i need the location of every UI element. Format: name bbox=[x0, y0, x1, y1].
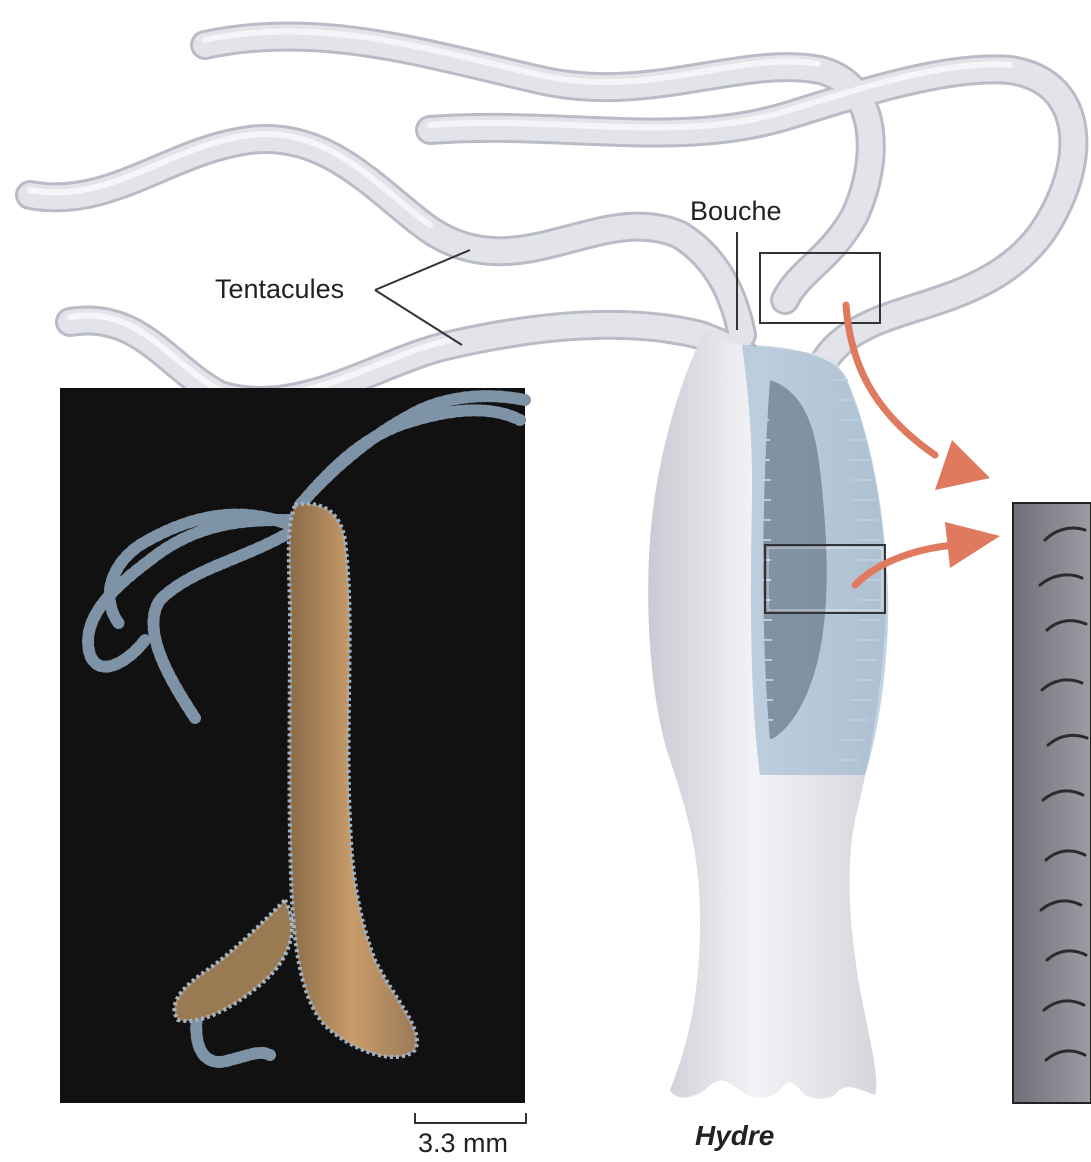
label-scale: 3.3 mm bbox=[418, 1128, 508, 1158]
arrow-head-top bbox=[935, 440, 990, 490]
hydra-body-illustration bbox=[648, 330, 888, 1099]
label-tentacles: Tentacules bbox=[215, 274, 344, 304]
leader-tentacles-upper bbox=[375, 250, 470, 290]
label-organism: Hydre bbox=[695, 1120, 774, 1151]
arrow-head-bottom bbox=[945, 522, 1000, 568]
leader-tentacles-lower bbox=[375, 290, 462, 345]
scale-bar bbox=[415, 1113, 526, 1123]
cell-layer-inset bbox=[1013, 503, 1091, 1103]
scale-bar-line bbox=[415, 1113, 526, 1123]
label-mouth: Bouche bbox=[690, 196, 782, 226]
hydra-photograph bbox=[60, 388, 525, 1103]
tentacles-illustration bbox=[30, 31, 1073, 401]
